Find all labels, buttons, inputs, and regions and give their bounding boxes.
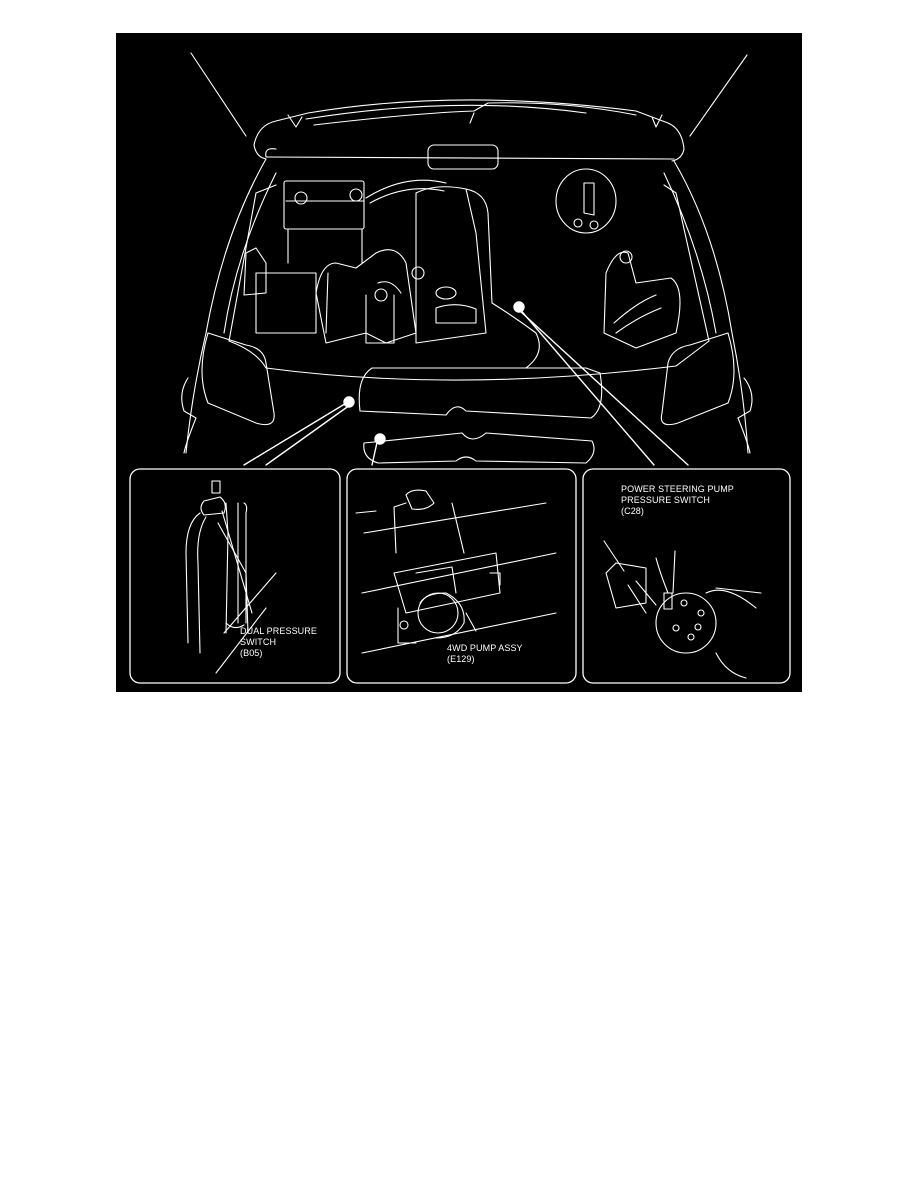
dual-pressure-switch-drawing: [185, 480, 277, 674]
body-outline: [181, 158, 753, 454]
headlights: [201, 332, 735, 426]
grille: [358, 367, 603, 464]
4wd-pump-assy-label: 4WD PUMP ASSY (E129): [447, 643, 523, 664]
engine-bay: [228, 144, 710, 381]
callout-leaders: [243, 301, 689, 466]
dual-pressure-switch-label: DUAL PRESSURE SWITCH (B05): [240, 626, 317, 658]
hood-outline: [253, 99, 685, 162]
diagram-line-art: [129, 52, 791, 684]
power-steering-pump-pressure-switch-label: POWER STEERING PUMP PRESSURE SWITCH (C28…: [621, 484, 734, 516]
power-steering-pump-drawing: [603, 540, 762, 679]
4wd-pump-drawing: [355, 489, 557, 654]
detail-panel-frames: [129, 468, 791, 684]
engine-compartment-diagram: DUAL PRESSURE SWITCH (B05) 4WD PUMP ASSY…: [116, 33, 802, 692]
hood-props: [190, 52, 748, 137]
